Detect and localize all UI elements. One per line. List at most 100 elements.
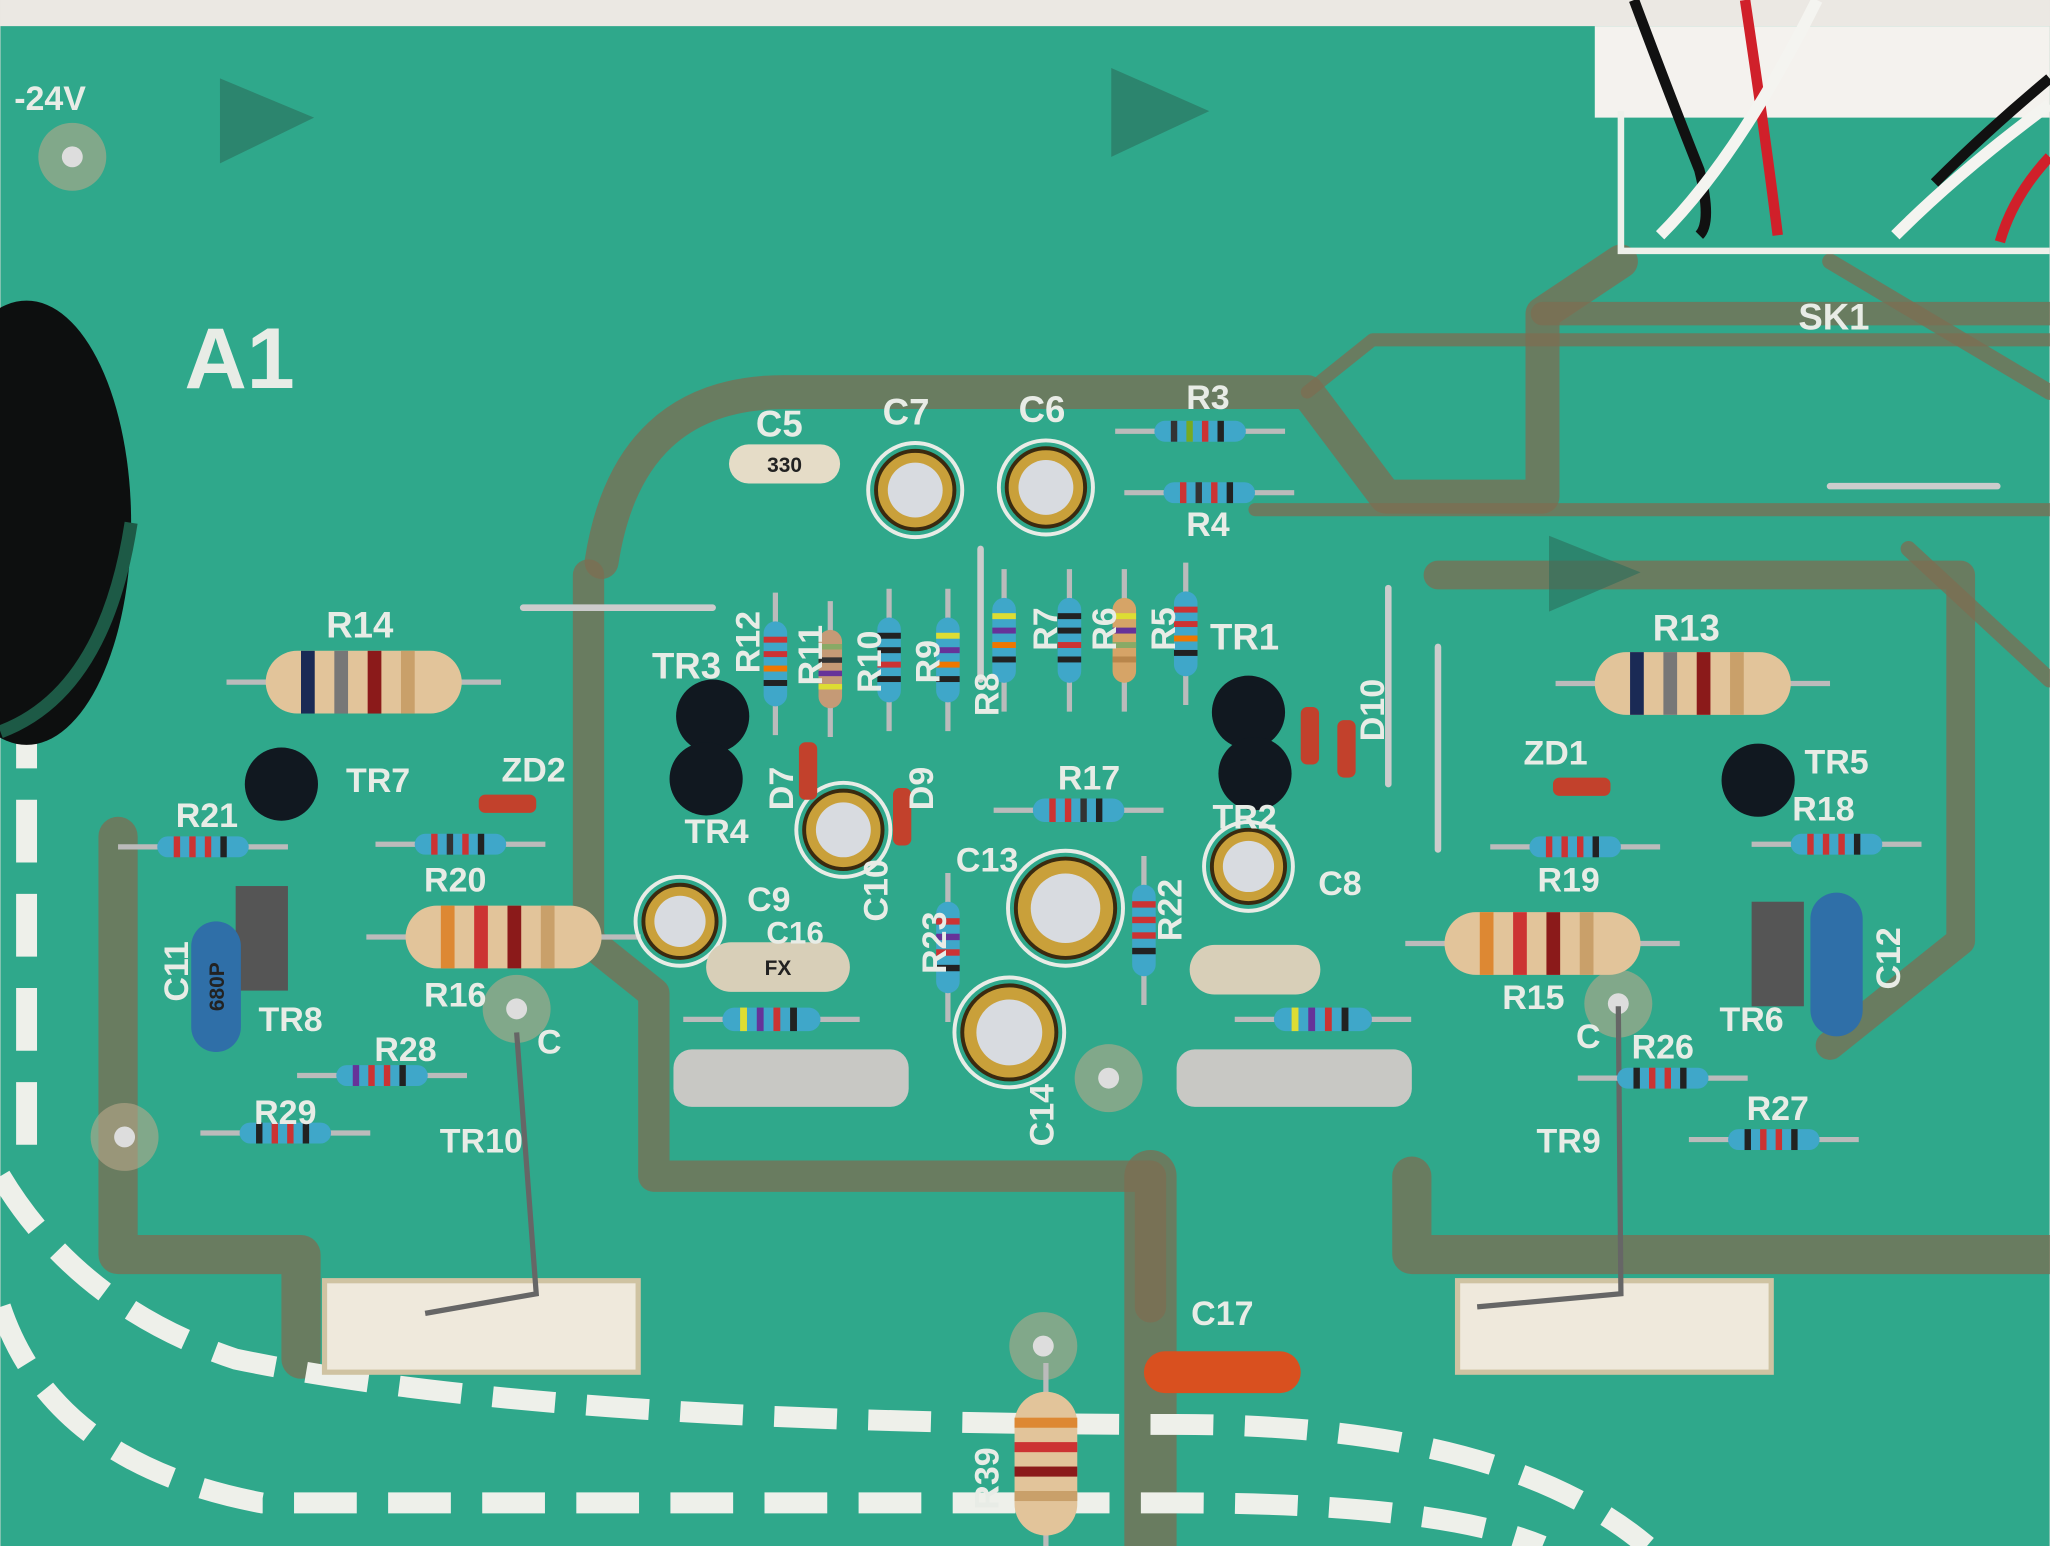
- resistor: [1751, 833, 1922, 855]
- copper-traces: [98, 244, 2050, 1546]
- electrolytic-capacitor: [633, 874, 727, 968]
- resistor: [1688, 1129, 1859, 1151]
- resistor: [683, 1007, 860, 1032]
- silkscreen-label-tr2: TR2: [1212, 799, 1276, 837]
- resistor: [936, 588, 960, 732]
- electrolytic-capacitor: [1202, 820, 1295, 913]
- silkscreen-label-r23: R23: [916, 912, 954, 974]
- silkscreen-label-r28: R28: [374, 1031, 436, 1069]
- silkscreen-label-c5: C5: [756, 403, 803, 444]
- silkscreen-label-r21: R21: [176, 797, 238, 835]
- capacitor: [1189, 944, 1321, 995]
- diode: [478, 794, 537, 813]
- silkscreen-label-c9: C9: [747, 881, 790, 919]
- resistor: [1057, 569, 1082, 712]
- connector-sk1: [1594, 0, 2050, 255]
- pad-hole: [61, 146, 83, 168]
- silkscreen-label-tr6: TR6: [1720, 1001, 1784, 1039]
- silkscreen-label-r20: R20: [424, 861, 486, 899]
- silkscreen-label-c-right: C: [1576, 1018, 1601, 1056]
- silkscreen-label-tr1: TR1: [1210, 617, 1279, 658]
- silkscreen-label-c16: C16: [766, 916, 824, 951]
- silkscreen-label-tr4: TR4: [684, 813, 748, 851]
- capacitor: 680P: [191, 921, 241, 1053]
- silkscreen-label-r4: R4: [1186, 506, 1230, 544]
- diode: [1300, 707, 1320, 765]
- silkscreen-label-c6: C6: [1019, 389, 1066, 430]
- silkscreen-label-r18: R18: [1792, 791, 1854, 829]
- connector-label: SK1: [1798, 296, 1869, 337]
- resistor: [226, 650, 501, 714]
- diode: [893, 788, 912, 846]
- silkscreen-label-r15: R15: [1502, 979, 1564, 1017]
- transistor: [1211, 675, 1286, 749]
- resistor: [1132, 855, 1156, 1005]
- resistor: [1112, 569, 1137, 712]
- silkscreen-label-r26: R26: [1632, 1029, 1694, 1067]
- pad-hole: [1032, 1335, 1054, 1357]
- silkscreen-label-r39: R39: [968, 1447, 1006, 1509]
- silkscreen-outline-dashes: [0, 705, 1654, 1546]
- resistor: [1173, 562, 1198, 706]
- silkscreen-label-tr3: TR3: [652, 645, 721, 686]
- component-marking: 680P: [206, 962, 229, 1011]
- silkscreen-label-tr9: TR9: [1537, 1123, 1601, 1161]
- silkscreen-label-c8: C8: [1318, 865, 1361, 903]
- resistor: [297, 1065, 467, 1086]
- resistor: [1124, 482, 1295, 504]
- pad-hole: [1607, 993, 1629, 1015]
- power-transistor: [235, 886, 288, 991]
- transistor: [1218, 737, 1292, 811]
- silkscreen-label-r6: R6: [1086, 607, 1124, 650]
- silkscreen-label-r19: R19: [1537, 861, 1599, 899]
- silkscreen-label-c12: C12: [1870, 927, 1908, 989]
- silkscreen-label-r3: R3: [1186, 379, 1229, 417]
- silkscreen-label-d9: D9: [903, 767, 941, 810]
- capacitor: [1143, 1351, 1301, 1394]
- ghost-arrow-marks: [219, 67, 1641, 612]
- silkscreen-label-tr8: TR8: [258, 1001, 322, 1039]
- silkscreen-label-c7: C7: [883, 392, 930, 433]
- resistor: [992, 569, 1016, 712]
- pad-hole: [506, 998, 528, 1020]
- diode: [1337, 720, 1356, 778]
- silkscreen-label-c-left: C: [537, 1023, 562, 1061]
- resistor: [993, 798, 1164, 823]
- silkscreen-label-r22: R22: [1151, 879, 1189, 941]
- electrolytic-capacitor: [996, 438, 1095, 537]
- resistor: [818, 601, 843, 738]
- electrolytic-capacitor: [952, 975, 1067, 1090]
- voltage-label: -24V: [14, 80, 86, 118]
- transistor: [244, 747, 318, 821]
- resistor: [118, 836, 288, 858]
- diode: [798, 742, 818, 800]
- designator: A1: [184, 311, 294, 407]
- silkscreen-label-r7: R7: [1027, 607, 1065, 650]
- silkscreen-label-r13: R13: [1653, 607, 1720, 648]
- silkscreen-label-r11: R11: [792, 625, 830, 685]
- silkscreen-label-c17: C17: [1191, 1295, 1253, 1333]
- pad-hole: [114, 1126, 136, 1148]
- resistor: [1234, 1007, 1412, 1032]
- silkscreen-label-r29: R29: [254, 1094, 316, 1132]
- heatsink-slots: [321, 1006, 1774, 1375]
- capacitor: [1810, 892, 1863, 1037]
- power-transistor: [1751, 901, 1804, 1007]
- silkscreen-label-tr7: TR7: [346, 762, 410, 800]
- silkscreen-label-tr5: TR5: [1804, 744, 1868, 782]
- toroid-edge: [0, 300, 138, 745]
- resistor: [1115, 420, 1286, 442]
- diode: [1552, 777, 1611, 796]
- resistor: [1490, 836, 1661, 858]
- electrolytic-capacitor: [794, 780, 893, 879]
- wirewound-resistor: [673, 1049, 909, 1107]
- resistor: [200, 1122, 371, 1144]
- electrolytic-capacitor: [866, 441, 965, 540]
- wirewound-resistor: [1176, 1049, 1412, 1107]
- resistor: [763, 592, 788, 736]
- capacitor: 330: [728, 444, 841, 484]
- silkscreen-label-zd1: ZD1: [1523, 735, 1587, 773]
- resistor: [877, 588, 901, 732]
- silkscreen-label-r27: R27: [1747, 1090, 1809, 1128]
